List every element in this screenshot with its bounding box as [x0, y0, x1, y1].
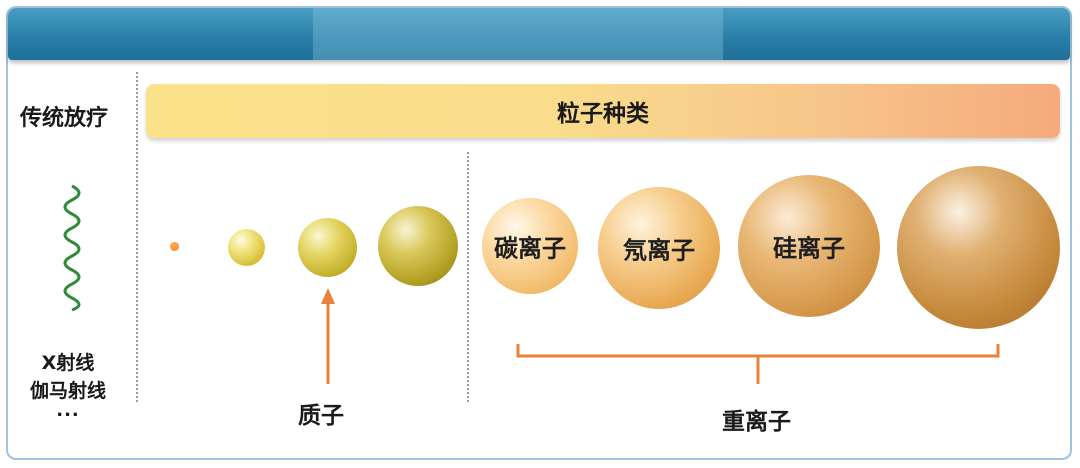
small-particle-dot: [170, 242, 179, 251]
particle-type-label: 粒子种类: [557, 101, 649, 127]
header-banner: [8, 8, 1070, 60]
proton-caption: 质子: [298, 403, 344, 429]
proton-arrow: [321, 288, 335, 384]
heavy-ion-bracket: [516, 344, 1000, 384]
proton-ball-medium: [298, 218, 357, 277]
banner-highlight: [313, 8, 723, 60]
bracket-line: [516, 344, 1000, 358]
conventional-radiotherapy-title: 传统放疗: [20, 106, 109, 131]
carbon-ion-ball: 碳离子: [482, 198, 578, 294]
neon-ion-ball: 氖离子: [598, 187, 720, 309]
wave-line: [63, 184, 81, 312]
proton-heavy-divider: [467, 152, 469, 402]
ellipsis-label: ...: [56, 400, 80, 421]
neon-ion-label: 氖离子: [623, 236, 695, 265]
wave-icon: [63, 184, 81, 312]
proton-ball-large: [378, 206, 458, 286]
left-divider: [136, 72, 138, 402]
proton-arrow-head: [321, 288, 335, 304]
xray-label: X射线: [41, 352, 95, 374]
heavy-ion-caption: 重离子: [722, 409, 791, 435]
particle-type-bar: 粒子种类: [146, 84, 1060, 138]
gamma-ray-label: 伽马射线: [29, 380, 106, 402]
silicon-ion-label: 硅离子: [773, 234, 845, 263]
carbon-ion-label: 碳离子: [494, 234, 566, 263]
silicon-ion-ball: 硅离子: [738, 175, 880, 317]
heavy-ion-ball-large: [897, 166, 1060, 329]
proton-ball-small: [228, 229, 265, 266]
